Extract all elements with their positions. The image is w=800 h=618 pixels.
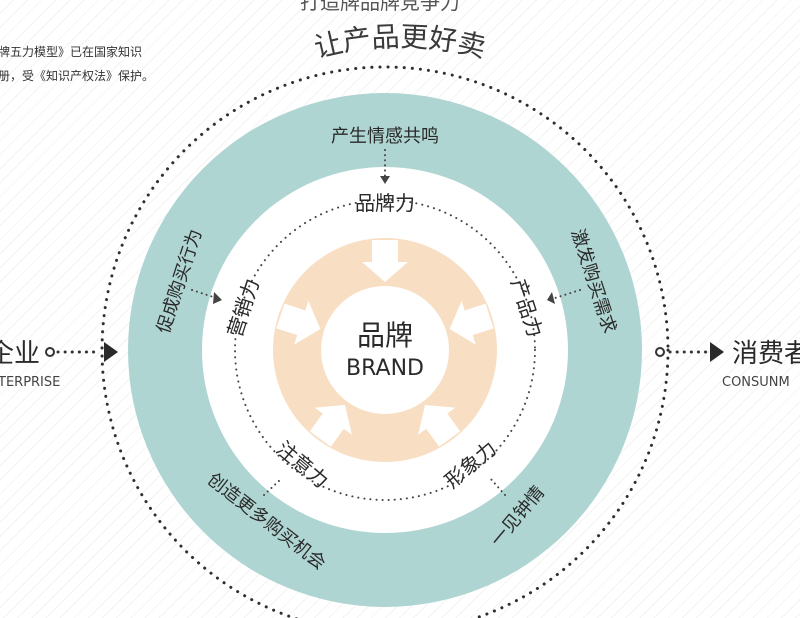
notice-line-1: 牌五力模型》已在国家知识 xyxy=(0,45,143,59)
center-label-en: BRAND xyxy=(346,356,424,381)
left-node-en: TERPRISE xyxy=(0,375,60,390)
connector-marketing xyxy=(191,289,217,299)
arrow-from-brand xyxy=(362,240,408,282)
connector-product-arrowhead xyxy=(547,292,555,304)
arrow-from-attention xyxy=(309,405,352,447)
center-circle xyxy=(321,286,449,414)
arrow-from-product xyxy=(449,300,494,345)
page-header-title: 打造牌品牌竞争力 xyxy=(300,0,460,14)
center-label-cn: 品牌 xyxy=(357,319,413,352)
connector-marketing-arrowhead xyxy=(213,292,222,304)
right-node-label: 消费者 xyxy=(732,339,800,369)
arrow-from-image xyxy=(418,405,461,447)
connector-product xyxy=(554,289,581,299)
copyright-notice: 牌五力模型》已在国家知识 册，受《知识产权法》保护。 xyxy=(0,40,154,88)
right-arrowhead xyxy=(710,342,724,362)
outer-dotted-circle xyxy=(100,65,670,618)
forces-dotted-ring xyxy=(234,199,536,501)
connector-brand-arrowhead xyxy=(380,176,390,184)
right-node-en: CONSUNM xyxy=(722,375,790,390)
outer-ring-title: 让产品更好卖 xyxy=(311,20,489,64)
connector-attention xyxy=(263,477,283,496)
left-node-marker xyxy=(45,347,55,357)
center-arrows xyxy=(276,240,494,447)
left-arrowhead xyxy=(104,342,118,362)
effect-brand: 产生情感共鸣 xyxy=(331,126,439,147)
left-node-label: 企业 xyxy=(0,339,40,369)
notice-line-2: 册，受《知识产权法》保护。 xyxy=(0,69,155,83)
arrow-from-marketing xyxy=(276,300,321,345)
right-node-marker xyxy=(655,347,665,357)
effect-connectors xyxy=(191,149,581,496)
force-brand: 品牌力 xyxy=(355,191,415,215)
